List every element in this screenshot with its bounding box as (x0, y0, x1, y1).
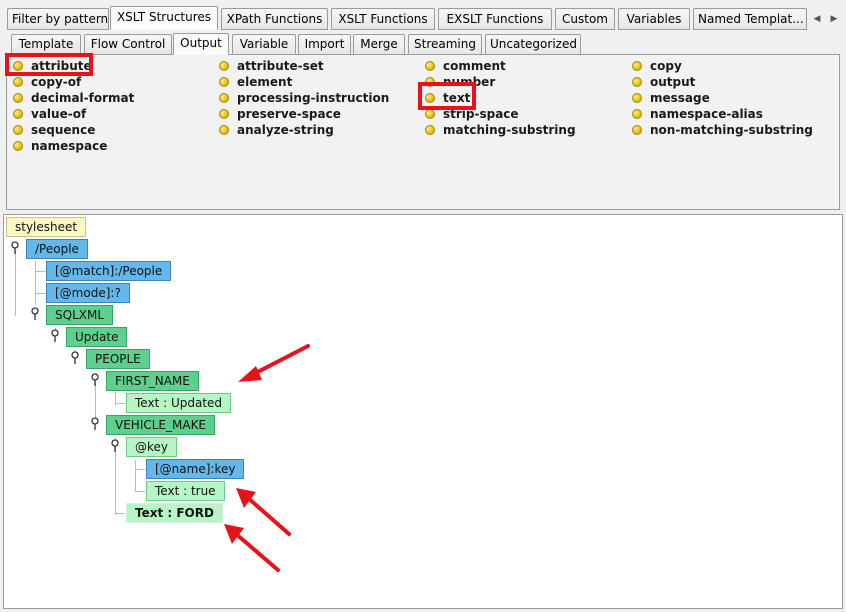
tab-filter-by-pattern[interactable]: Filter by pattern (7, 8, 109, 30)
palette-item-label: processing-instruction (237, 91, 390, 105)
tab-variables[interactable]: Variables (618, 8, 690, 30)
tree-guide (115, 382, 116, 406)
tree-node-attr-match[interactable]: [@match]:/People (46, 261, 172, 281)
tab-scroll-controls: ◀ ▶ (809, 10, 843, 28)
tab-output[interactable]: Output (173, 33, 229, 55)
bullet-icon (425, 61, 435, 71)
scroll-left-icon[interactable]: ◀ (813, 14, 821, 24)
bullet-icon (13, 77, 23, 87)
bullet-icon (425, 109, 435, 119)
palette-item-label: decimal-format (31, 91, 135, 105)
tree-node-text-updated[interactable]: Text : Updated (126, 393, 232, 413)
tree-guide (115, 437, 116, 515)
bullet-icon (425, 77, 435, 87)
palette-item-label: text (443, 91, 471, 105)
bullet-icon (219, 109, 229, 119)
bullet-icon (425, 125, 435, 135)
palette-item-label: number (443, 75, 496, 89)
palette-item-label: non-matching-substring (650, 123, 813, 137)
tab-named-templates[interactable]: Named Templat... (693, 8, 807, 30)
tree-node-text-true[interactable]: Text : true (146, 481, 225, 501)
tree-node-attribute-key[interactable]: @key (126, 437, 178, 457)
xslt-output-palette: attribute copy-of decimal-format value-of se… (6, 54, 840, 210)
tree-node-update[interactable]: Update (66, 327, 128, 347)
bullet-icon (13, 93, 23, 103)
expand-toggle-icon[interactable] (90, 417, 100, 431)
palette-item-label: comment (443, 59, 506, 73)
tab-xpath-functions[interactable]: XPath Functions (221, 8, 328, 30)
tree-guide (35, 271, 46, 272)
tree-node-text-ford[interactable]: Text : FORD (126, 503, 223, 523)
tree-node-attr-name[interactable]: [@name]:key (146, 459, 245, 479)
tab-xslt-structures[interactable]: XSLT Structures (110, 6, 218, 30)
bullet-icon (219, 61, 229, 71)
tree-node-template[interactable]: /People (26, 239, 88, 259)
main-tab-bar: Filter by pattern XSLT Structures XPath … (0, 0, 846, 30)
bullet-icon (13, 109, 23, 119)
expand-toggle-icon[interactable] (90, 373, 100, 387)
tab-variable[interactable]: Variable (232, 34, 296, 55)
tree-guide (135, 491, 145, 492)
tab-uncategorized[interactable]: Uncategorized (485, 34, 581, 55)
palette-item-label: strip-space (443, 107, 519, 121)
scroll-right-icon[interactable]: ▶ (830, 14, 838, 24)
tab-template[interactable]: Template (11, 34, 81, 55)
palette-item-label: output (650, 75, 696, 89)
expand-toggle-icon[interactable] (10, 241, 20, 255)
palette-item-label: attribute-set (237, 59, 324, 73)
tree-guide (15, 250, 16, 316)
bullet-icon (632, 93, 642, 103)
tab-flow-control[interactable]: Flow Control (84, 34, 172, 55)
tree-guide (135, 460, 136, 492)
xslt-tree-panel: stylesheet /People [@match]:/People [@mo… (3, 214, 843, 609)
tab-xslt-functions[interactable]: XSLT Functions (331, 8, 435, 30)
tree-node-stylesheet[interactable]: stylesheet (6, 217, 87, 237)
palette-item-label: matching-substring (443, 123, 576, 137)
palette-item-label: copy-of (31, 75, 82, 89)
tab-exslt-functions[interactable]: EXSLT Functions (438, 8, 552, 30)
expand-toggle-icon[interactable] (50, 329, 60, 343)
tab-custom[interactable]: Custom (555, 8, 615, 30)
bullet-icon (632, 125, 642, 135)
bullet-icon (425, 93, 435, 103)
expand-toggle-icon[interactable] (70, 351, 80, 365)
tree-node-people[interactable]: PEOPLE (86, 349, 150, 369)
tree-node-attr-mode[interactable]: [@mode]:? (46, 283, 130, 303)
palette-item-label: message (650, 91, 710, 105)
palette-item-label: namespace-alias (650, 107, 763, 121)
bullet-icon (13, 141, 23, 151)
tab-import[interactable]: Import (298, 34, 351, 55)
bullet-icon (219, 93, 229, 103)
tree-node-vehicle-make[interactable]: VEHICLE_MAKE (106, 415, 216, 435)
palette-item-label: namespace (31, 139, 108, 153)
bullet-icon (219, 77, 229, 87)
palette-item-label: value-of (31, 107, 87, 121)
expand-toggle-icon[interactable] (110, 439, 120, 453)
tree-guide (35, 293, 46, 294)
expand-toggle-icon[interactable] (30, 307, 40, 321)
palette-item-label: copy (650, 59, 682, 73)
palette-item-label: analyze-string (237, 123, 334, 137)
bullet-icon (632, 61, 642, 71)
bullet-icon (632, 77, 642, 87)
tree-node-sqlxml[interactable]: SQLXML (46, 305, 114, 325)
palette-item-label: attribute (31, 59, 92, 73)
tab-streaming[interactable]: Streaming (408, 34, 482, 55)
tree-guide (35, 261, 36, 305)
palette-item-label: preserve-space (237, 107, 341, 121)
palette-item-label: element (237, 75, 293, 89)
bullet-icon (13, 125, 23, 135)
bullet-icon (632, 109, 642, 119)
tree-guide (115, 403, 125, 404)
tree-guide (115, 513, 125, 514)
bullet-icon (219, 125, 229, 135)
tree-guide (135, 469, 145, 470)
bullet-icon (13, 61, 23, 71)
palette-item-label: sequence (31, 123, 96, 137)
tree-guide (95, 382, 96, 422)
tree-node-first-name[interactable]: FIRST_NAME (106, 371, 199, 391)
tab-merge[interactable]: Merge (353, 34, 405, 55)
